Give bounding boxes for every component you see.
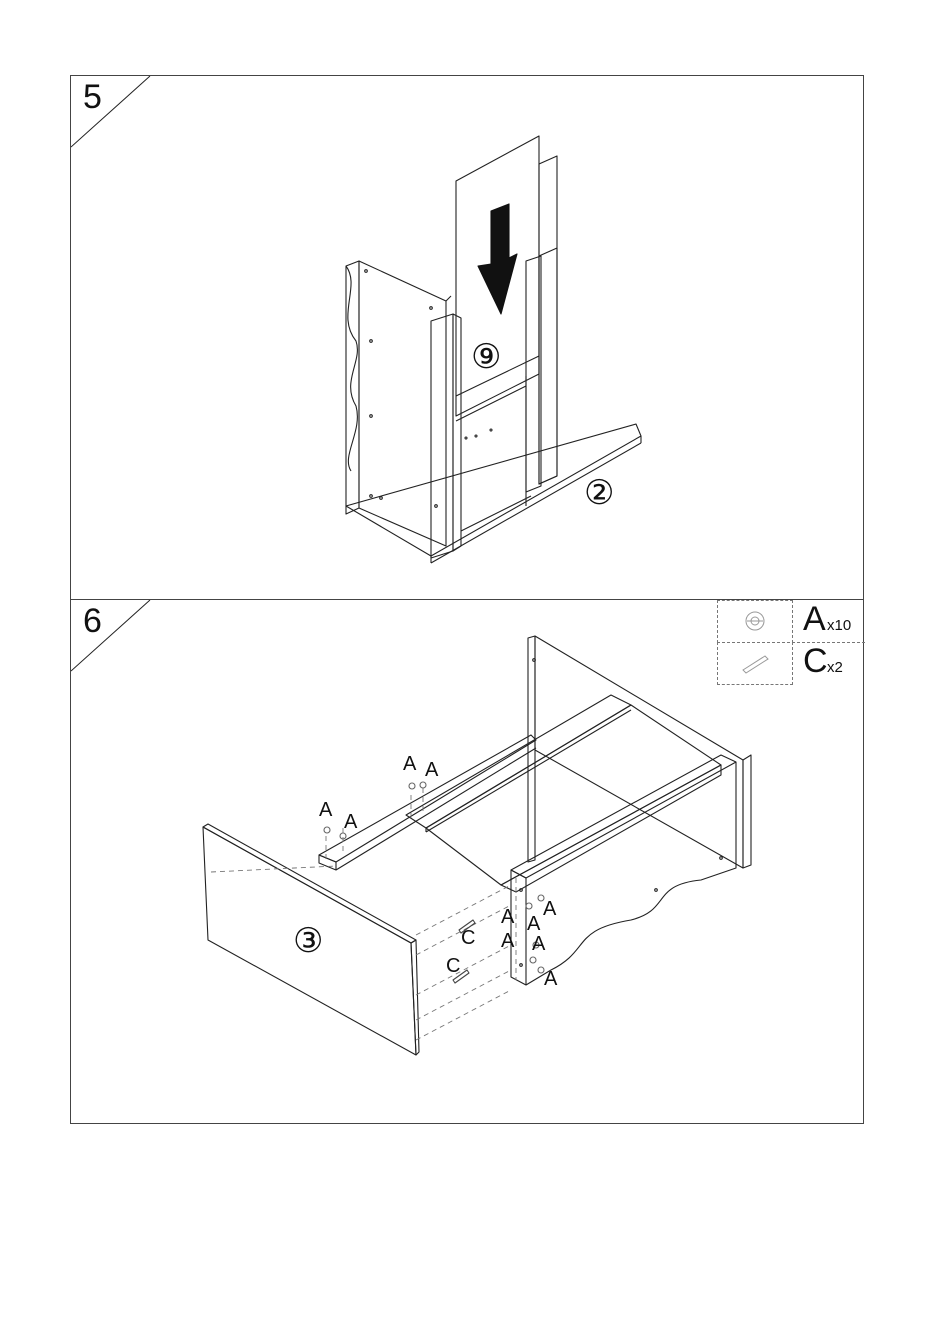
left-side-panel xyxy=(346,261,451,546)
hardware-label-c: C xyxy=(461,927,475,949)
down-arrow-icon xyxy=(478,204,517,314)
hardware-label-a: A xyxy=(501,906,515,928)
part-label-2: ② xyxy=(584,474,614,512)
step-5-illustration: ⑨ ② xyxy=(71,76,865,601)
step-6-illustration: A A A A A A A A A A C C ③ xyxy=(71,600,865,1125)
hardware-label-a: A xyxy=(544,968,558,990)
hardware-label-a: A xyxy=(532,933,546,955)
hardware-label-a: A xyxy=(403,753,417,775)
hardware-label-a: A xyxy=(543,898,557,920)
hardware-label-c: C xyxy=(446,955,460,977)
step-6-panel: 6 A x10 C x2 xyxy=(70,599,864,1124)
hardware-label-a: A xyxy=(501,930,515,952)
assembly-guide-lines xyxy=(211,788,516,1040)
part-label-9: ⑨ xyxy=(471,338,501,376)
long-shelf xyxy=(406,695,721,892)
hardware-label-a: A xyxy=(527,913,541,935)
hardware-label-a: A xyxy=(319,799,333,821)
part-label-3: ③ xyxy=(293,922,323,960)
hardware-label-a: A xyxy=(344,811,358,833)
step-5-panel: 5 xyxy=(70,75,864,600)
hardware-label-a: A xyxy=(425,759,439,781)
